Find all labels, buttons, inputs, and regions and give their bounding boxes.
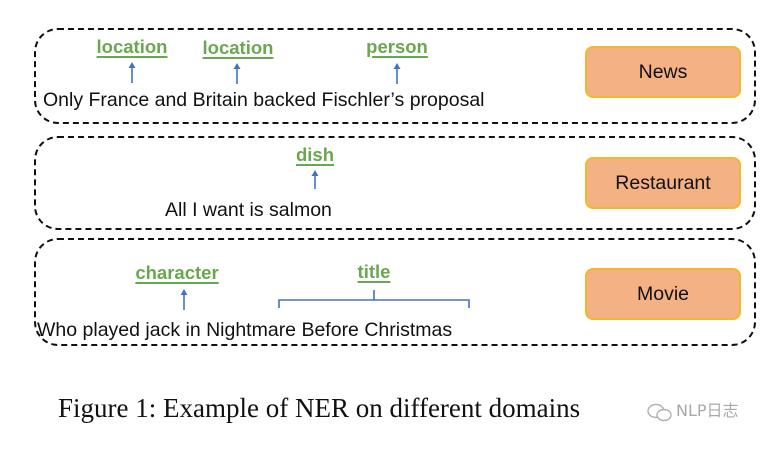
arrow-up-icon	[233, 63, 241, 84]
domain-label-news: News	[638, 60, 688, 83]
arrow-up-icon	[393, 63, 401, 84]
restaurant-sentence: All I want is salmon	[165, 199, 332, 221]
arrow-up-icon	[180, 289, 188, 310]
news-sentence: Only France and Britain backed Fischler’…	[43, 89, 485, 111]
entity-label-person-fischler: person	[366, 36, 428, 57]
entity-label-dish-salmon: dish	[295, 144, 335, 165]
domain-box-restaurant: Restaurant	[585, 157, 741, 209]
span-bracket-icon	[278, 290, 470, 308]
news-panel	[34, 28, 756, 124]
figure-caption: Figure 1: Example of NER on different do…	[58, 393, 581, 423]
domain-box-movie: Movie	[585, 268, 741, 320]
entity-label-title-nightmare: title	[357, 261, 391, 282]
domain-label-restaurant: Restaurant	[615, 171, 711, 194]
movie-sentence: Who played jack in Nightmare Before Chri…	[37, 319, 453, 341]
watermark-text: NLP日志	[676, 401, 739, 420]
wechat-icon	[647, 403, 672, 422]
arrow-up-icon	[128, 62, 136, 83]
entity-label-location-britain: location	[202, 37, 274, 58]
entity-label-location-france: location	[96, 36, 168, 57]
domain-box-news: News	[585, 46, 741, 98]
entity-label-character-jack: character	[135, 262, 219, 283]
restaurant-panel	[34, 136, 756, 230]
arrow-up-icon	[311, 170, 319, 189]
domain-label-movie: Movie	[636, 282, 690, 305]
movie-panel	[34, 238, 756, 346]
